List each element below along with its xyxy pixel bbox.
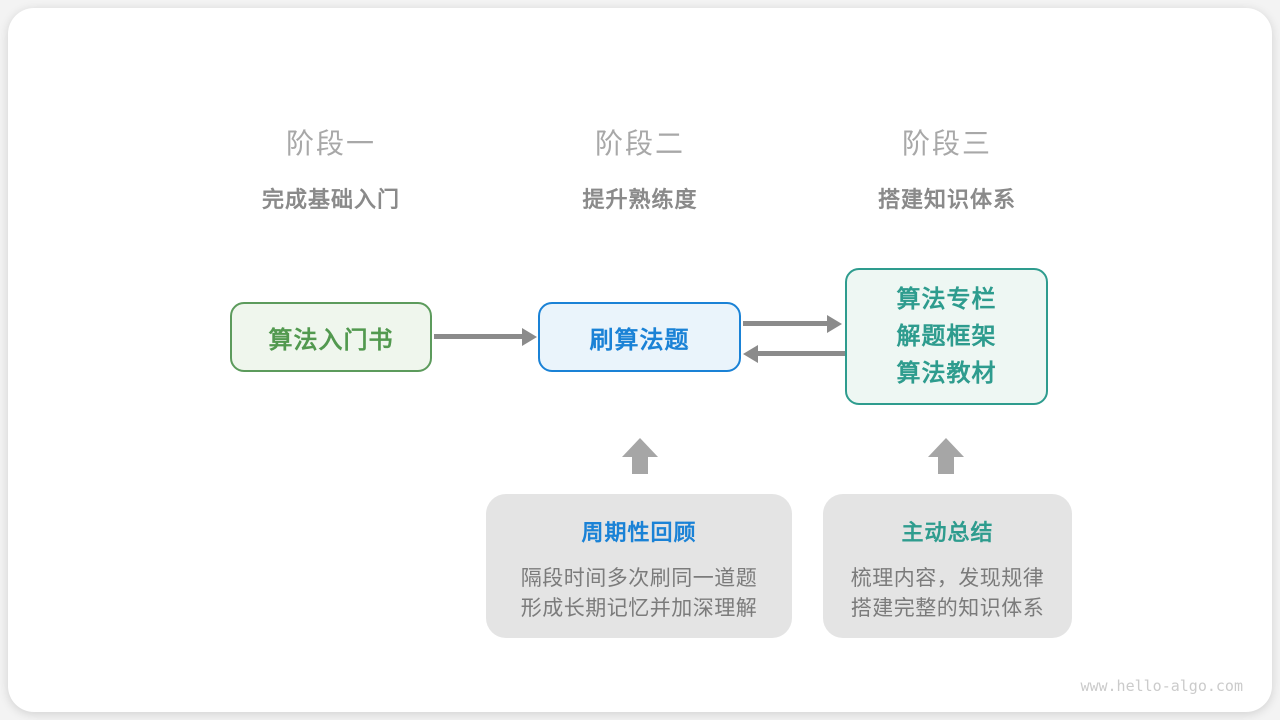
site-watermark: www.hello-algo.com — [1080, 677, 1243, 695]
stage-1-title: 阶段一 — [285, 128, 376, 159]
arrow-up-icon — [928, 438, 964, 474]
arrow-shaft — [938, 457, 954, 474]
stage-2-header: 阶段二 提升熟练度 — [490, 122, 790, 214]
stage-2-subtitle: 提升熟练度 — [582, 187, 698, 212]
node-resources: 算法专栏 解题框架 算法教材 — [845, 268, 1048, 405]
arrow-right-icon — [743, 314, 842, 333]
node-resources-line-1: 算法专栏 — [896, 286, 997, 313]
node-practice-label: 刷算法题 — [589, 326, 690, 354]
note-body-line: 隔段时间多次刷同一道题 — [520, 567, 758, 590]
arrowhead-left-icon — [743, 344, 758, 363]
arrowhead-up-icon — [928, 438, 964, 457]
note-body-line: 搭建完整的知识体系 — [850, 597, 1045, 620]
note-body-line: 形成长期记忆并加深理解 — [520, 597, 758, 620]
note-periodic-review: 周期性回顾 隔段时间多次刷同一道题 形成长期记忆并加深理解 — [486, 494, 792, 638]
node-practice: 刷算法题 — [538, 302, 741, 372]
arrow-right-icon — [434, 327, 537, 346]
stage-3-header: 阶段三 搭建知识体系 — [797, 122, 1097, 214]
node-resources-line-2: 解题框架 — [896, 323, 997, 350]
arrowhead-right-icon — [522, 327, 537, 346]
arrow-left-icon — [743, 344, 845, 363]
note-body-line: 梳理内容，发现规律 — [850, 567, 1045, 590]
stage-1-header: 阶段一 完成基础入门 — [181, 122, 481, 214]
stage-3-title: 阶段三 — [901, 128, 992, 159]
note-active-summary-body: 梳理内容，发现规律 搭建完整的知识体系 — [823, 564, 1072, 624]
stage-3-subtitle: 搭建知识体系 — [877, 187, 1016, 212]
arrowhead-up-icon — [622, 438, 658, 457]
arrow-shaft — [632, 457, 648, 474]
node-intro-book: 算法入门书 — [230, 302, 432, 372]
arrow-up-icon — [622, 438, 658, 474]
stage-1-subtitle: 完成基础入门 — [261, 187, 400, 212]
arrowhead-right-icon — [827, 314, 842, 333]
note-active-summary-title: 主动总结 — [901, 520, 994, 545]
note-active-summary: 主动总结 梳理内容，发现规律 搭建完整的知识体系 — [823, 494, 1072, 638]
note-periodic-review-body: 隔段时间多次刷同一道题 形成长期记忆并加深理解 — [486, 564, 792, 624]
stage-2-title: 阶段二 — [594, 128, 685, 159]
node-intro-book-label: 算法入门书 — [268, 326, 394, 354]
note-periodic-review-title: 周期性回顾 — [581, 520, 697, 545]
node-resources-line-3: 算法教材 — [896, 360, 997, 387]
